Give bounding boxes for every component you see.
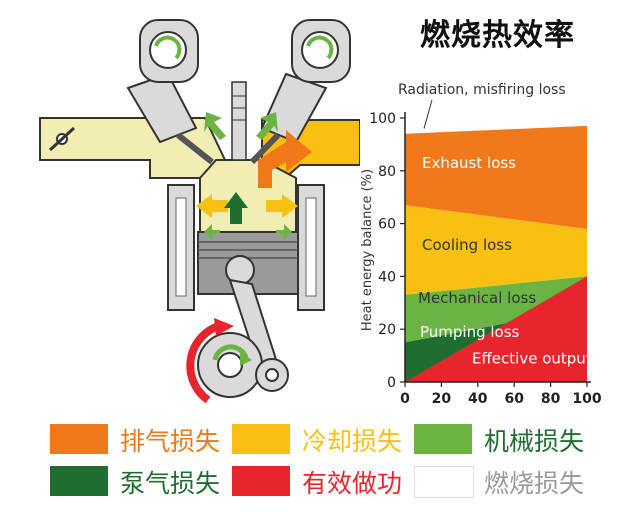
- figure-title: 燃烧热效率: [420, 18, 575, 53]
- legend: 排气损失 冷却损失 机械损失泵气损失 有效做功 燃烧损失: [0, 420, 640, 515]
- x-tick-label: 60: [504, 391, 524, 407]
- band-label-pumping: Pumping loss: [420, 323, 520, 341]
- y-tick-label: 20: [378, 322, 396, 338]
- crank-rotation-arrow-green: [212, 344, 249, 361]
- legend-swatch-combustion: [414, 466, 474, 498]
- pumping-arrow-upper-left: [204, 112, 226, 140]
- legend-swatch-cooling: [232, 424, 290, 454]
- legend-label-effective: 有效做功: [302, 469, 403, 498]
- cooling-loss-arrow-right: [266, 194, 298, 218]
- band-mechanical: [405, 276, 587, 343]
- x-tick-label: 0: [400, 391, 410, 407]
- y-tick-label: 100: [369, 111, 396, 127]
- cooling-loss-arrow-left: [196, 194, 228, 218]
- y-tick-label: 60: [378, 217, 396, 233]
- band-label-effective: Effective output: [472, 350, 592, 368]
- legend-label-pumping: 泵气损失: [120, 469, 221, 498]
- band-label-cooling: Cooling loss: [422, 236, 512, 254]
- legend-swatch-effective: [232, 466, 290, 496]
- intake-cam-arrow: [154, 35, 182, 60]
- spark-plug: [231, 81, 247, 161]
- x-tick-label: 40: [468, 391, 488, 407]
- band-cooling: [405, 205, 587, 295]
- effective-work-arrow: [224, 192, 248, 224]
- y-axis-label: Heat energy balance (%): [360, 169, 375, 331]
- x-tick-label: 100: [572, 391, 601, 407]
- engine-illustration: [39, 19, 360, 404]
- crank-rotation-arrow-red: [186, 321, 224, 404]
- x-tick-label: 80: [541, 391, 561, 407]
- mechanical-loss-arrow-right: [276, 224, 292, 240]
- legend-swatch-exhaust: [50, 424, 108, 454]
- y-tick-label: 80: [378, 164, 396, 180]
- band-label-exhaust: Exhaust loss: [422, 154, 516, 172]
- annotation-leader: [423, 99, 433, 129]
- y-tick-label: 40: [378, 269, 396, 285]
- exhaust-cam-arrow: [306, 35, 334, 60]
- band-label-mechanical: Mechanical loss: [418, 289, 536, 307]
- legend-label-exhaust: 排气损失: [120, 427, 221, 456]
- radiation-annotation: Radiation, misfiring loss: [398, 82, 566, 98]
- band-exhaust: [405, 125, 587, 229]
- legend-swatch-pumping: [50, 466, 108, 496]
- x-tick-label: 20: [432, 391, 452, 407]
- exhaust-loss-arrow: [258, 130, 312, 188]
- legend-label-mechanical: 机械损失: [484, 427, 585, 456]
- band-effective: [405, 276, 587, 382]
- legend-swatch-mechanical: [414, 424, 472, 454]
- mechanical-loss-arrow-left: [204, 224, 220, 240]
- pumping-arrow-upper-right: [256, 112, 278, 140]
- intake-valve: [126, 19, 214, 165]
- legend-label-combustion: 燃烧损失: [484, 469, 585, 498]
- legend-label-cooling: 冷却损失: [302, 427, 403, 456]
- y-tick-label: 0: [387, 375, 396, 391]
